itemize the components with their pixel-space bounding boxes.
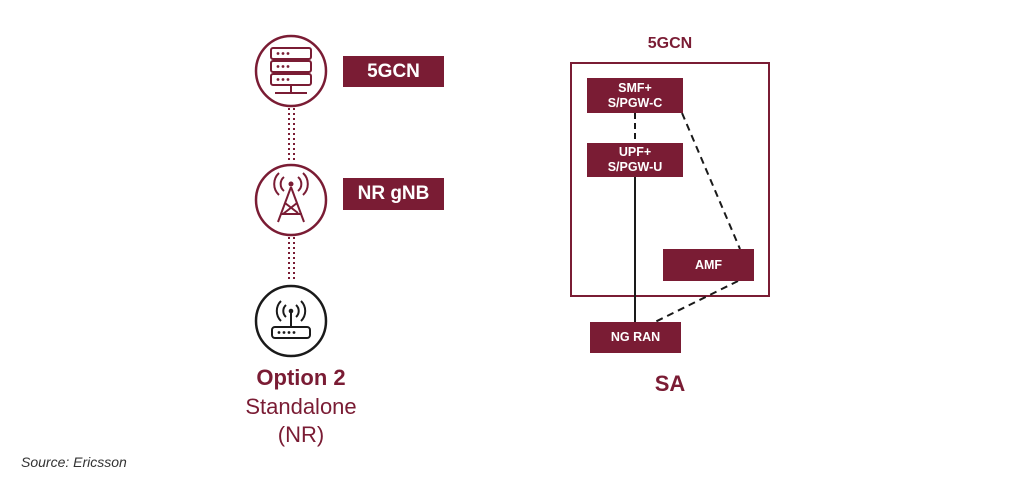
ngran-node: NG RAN <box>590 322 681 353</box>
option-title: Option 2 <box>256 365 346 390</box>
smf-node: SMF+ S/PGW-C <box>587 78 683 113</box>
source-note: Source: Ericsson <box>21 454 127 470</box>
smf-amf-link <box>681 112 741 250</box>
core-network-frame <box>570 62 770 297</box>
cell-tower-icon <box>254 163 328 237</box>
server-icon <box>254 34 328 108</box>
core-title: 5GCN <box>647 35 693 52</box>
ran-label: NR gNB <box>343 178 444 210</box>
upf-node: UPF+ S/PGW-U <box>587 143 683 177</box>
left-connector-top <box>288 108 295 163</box>
core-label: 5GCN <box>343 56 444 87</box>
option-subtitle: Standalone <box>245 394 357 419</box>
router-icon <box>254 284 328 358</box>
option-subtitle-2: (NR) <box>277 422 325 447</box>
left-connector-bottom <box>288 237 295 282</box>
amf-ngran-link <box>654 280 739 323</box>
amf-node: AMF <box>663 249 754 281</box>
architecture-caption: SA <box>654 371 686 396</box>
